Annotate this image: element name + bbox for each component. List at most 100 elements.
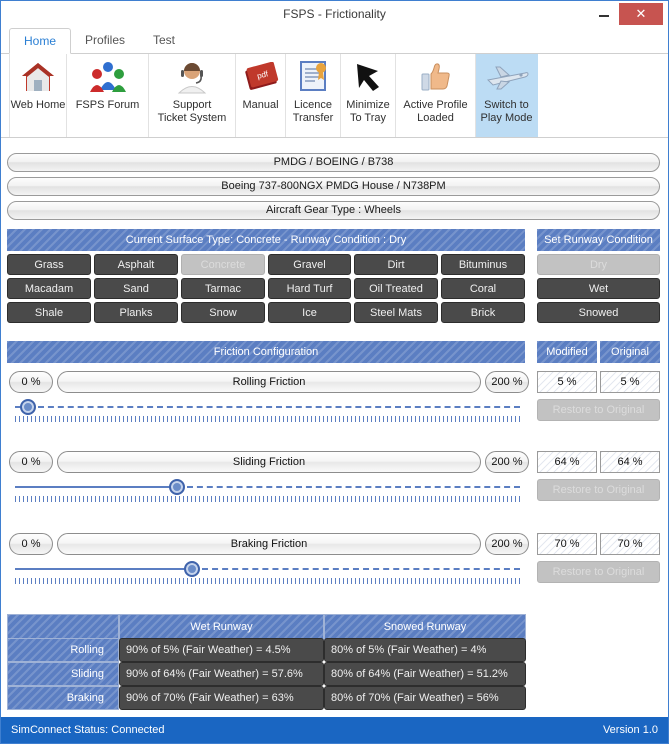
friction-configuration-header: Friction Configuration bbox=[7, 341, 525, 363]
headset-agent-icon bbox=[149, 57, 235, 97]
condition-button-snowed[interactable]: Snowed bbox=[537, 302, 660, 323]
original-value: 64 % bbox=[600, 451, 660, 473]
friction-min-label: 0 % bbox=[9, 451, 53, 473]
toolbar-button-label: Support Ticket System bbox=[157, 99, 227, 124]
version-label: Version 1.0 bbox=[602, 724, 658, 736]
friction-name-braking: Braking Friction bbox=[57, 533, 481, 555]
slider-thumb[interactable] bbox=[169, 479, 185, 495]
toolbar-button-label: Licence Transfer bbox=[292, 99, 334, 124]
title-bar: FSPS - Frictionality ✕ bbox=[1, 1, 668, 28]
table-row-label-braking: Braking bbox=[7, 686, 119, 710]
friction-slider-braking[interactable] bbox=[15, 559, 520, 585]
surface-button-planks[interactable]: Planks bbox=[94, 302, 178, 323]
modified-value: 64 % bbox=[537, 451, 597, 473]
condition-button-wet[interactable]: Wet bbox=[537, 278, 660, 299]
table-cell-snowed-sliding: 80% of 64% (Fair Weather) = 51.2% bbox=[324, 662, 526, 686]
toolbar-button-label: Minimize To Tray bbox=[346, 99, 390, 124]
close-button[interactable]: ✕ bbox=[619, 3, 663, 25]
toolbar-button-support-ticket-system[interactable]: Support Ticket System bbox=[149, 54, 236, 137]
surface-button-oil-treated[interactable]: Oil Treated bbox=[354, 278, 438, 299]
surface-button-concrete: Concrete bbox=[181, 254, 265, 275]
toolbar-button-minimize-to-tray[interactable]: Minimize To Tray bbox=[341, 54, 396, 137]
toolbar-button-label: Manual bbox=[242, 99, 279, 111]
friction-slider-rolling[interactable] bbox=[15, 397, 520, 423]
surface-button-gravel[interactable]: Gravel bbox=[268, 254, 351, 275]
surface-button-snow[interactable]: Snow bbox=[181, 302, 265, 323]
table-header-snowed-runway: Snowed Runway bbox=[324, 614, 526, 640]
slider-tick-marks bbox=[15, 578, 520, 584]
toolbar-button-label: Active Profile Loaded bbox=[403, 99, 468, 124]
surface-button-ice[interactable]: Ice bbox=[268, 302, 351, 323]
thumbs-up-icon bbox=[396, 57, 475, 97]
toolbar-button-web-home[interactable]: Web Home bbox=[9, 54, 67, 137]
aircraft-info-bar-2[interactable]: Boeing 737-800NGX PMDG House / N738PM bbox=[7, 177, 660, 196]
friction-max-label: 200 % bbox=[485, 533, 529, 555]
table-cell-wet-braking: 90% of 70% (Fair Weather) = 63% bbox=[119, 686, 324, 710]
slider-track-remaining bbox=[38, 406, 520, 408]
friction-slider-sliding[interactable] bbox=[15, 477, 520, 503]
surface-button-macadam[interactable]: Macadam bbox=[7, 278, 91, 299]
surface-type-header: Current Surface Type: Concrete - Runway … bbox=[7, 229, 525, 251]
toolbar-button-label: FSPS Forum bbox=[75, 99, 140, 111]
table-cell-snowed-braking: 80% of 70% (Fair Weather) = 56% bbox=[324, 686, 526, 710]
table-cell-snowed-rolling: 80% of 5% (Fair Weather) = 4% bbox=[324, 638, 526, 662]
svg-text:pdf: pdf bbox=[256, 69, 270, 81]
toolbar-button-active-profile-loaded[interactable]: Active Profile Loaded bbox=[396, 54, 476, 137]
aircraft-info-bar-1[interactable]: PMDG / BOEING / B738 bbox=[7, 153, 660, 172]
surface-button-coral[interactable]: Coral bbox=[441, 278, 525, 299]
surface-button-dirt[interactable]: Dirt bbox=[354, 254, 438, 275]
modified-value: 70 % bbox=[537, 533, 597, 555]
tab-profiles[interactable]: Profiles bbox=[84, 33, 125, 47]
people-group-icon bbox=[67, 57, 148, 97]
slider-thumb[interactable] bbox=[184, 561, 200, 577]
restore-to-original-button: Restore to Original bbox=[537, 561, 660, 583]
friction-max-label: 200 % bbox=[485, 451, 529, 473]
slider-track-filled bbox=[15, 568, 192, 570]
surface-button-hard-turf[interactable]: Hard Turf bbox=[268, 278, 351, 299]
simconnect-status: SimConnect Status: Connected bbox=[11, 724, 165, 736]
surface-button-tarmac[interactable]: Tarmac bbox=[181, 278, 265, 299]
table-cell-wet-rolling: 90% of 5% (Fair Weather) = 4.5% bbox=[119, 638, 324, 662]
minimize-button[interactable] bbox=[592, 5, 616, 25]
slider-tick-marks bbox=[15, 496, 520, 502]
friction-name-rolling: Rolling Friction bbox=[57, 371, 481, 393]
toolbar-button-label: Switch to Play Mode bbox=[480, 99, 533, 124]
restore-to-original-button: Restore to Original bbox=[537, 399, 660, 421]
tab-test[interactable]: Test bbox=[152, 33, 175, 47]
surface-button-bituminus[interactable]: Bituminus bbox=[441, 254, 525, 275]
friction-max-label: 200 % bbox=[485, 371, 529, 393]
slider-track-remaining bbox=[202, 568, 520, 570]
black-arrow-icon bbox=[341, 57, 395, 97]
surface-button-asphalt[interactable]: Asphalt bbox=[94, 254, 178, 275]
tab-home[interactable]: Home bbox=[9, 28, 71, 54]
surface-button-shale[interactable]: Shale bbox=[7, 302, 91, 323]
aircraft-info-bar-3[interactable]: Aircraft Gear Type : Wheels bbox=[7, 201, 660, 220]
surface-button-sand[interactable]: Sand bbox=[94, 278, 178, 299]
modified-column-header: Modified bbox=[537, 341, 597, 363]
toolbar-button-label: Web Home bbox=[10, 99, 66, 111]
surface-button-grass[interactable]: Grass bbox=[7, 254, 91, 275]
friction-min-label: 0 % bbox=[9, 371, 53, 393]
toolbar: Web Home FSPS Forum Support Ticket System p… bbox=[1, 54, 668, 138]
surface-button-steel-mats[interactable]: Steel Mats bbox=[354, 302, 438, 323]
original-value: 5 % bbox=[600, 371, 660, 393]
restore-to-original-button: Restore to Original bbox=[537, 479, 660, 501]
slider-track-remaining bbox=[187, 486, 520, 488]
original-column-header: Original bbox=[600, 341, 660, 363]
surface-button-brick[interactable]: Brick bbox=[441, 302, 525, 323]
friction-min-label: 0 % bbox=[9, 533, 53, 555]
toolbar-button-licence-transfer[interactable]: Licence Transfer bbox=[286, 54, 341, 137]
table-row-label-rolling: Rolling bbox=[7, 638, 119, 662]
table-header-wet-runway: Wet Runway bbox=[119, 614, 324, 640]
toolbar-button-switch-to-play-mode[interactable]: Switch to Play Mode bbox=[476, 54, 538, 137]
slider-track-filled bbox=[15, 486, 177, 488]
pdf-book-icon: pdf bbox=[236, 57, 285, 97]
table-header-corner bbox=[7, 614, 119, 640]
modified-value: 5 % bbox=[537, 371, 597, 393]
toolbar-button-fsps-forum[interactable]: FSPS Forum bbox=[67, 54, 149, 137]
slider-thumb[interactable] bbox=[20, 399, 36, 415]
house-icon bbox=[10, 57, 66, 97]
tab-bar: Home Profiles Test bbox=[1, 28, 668, 54]
